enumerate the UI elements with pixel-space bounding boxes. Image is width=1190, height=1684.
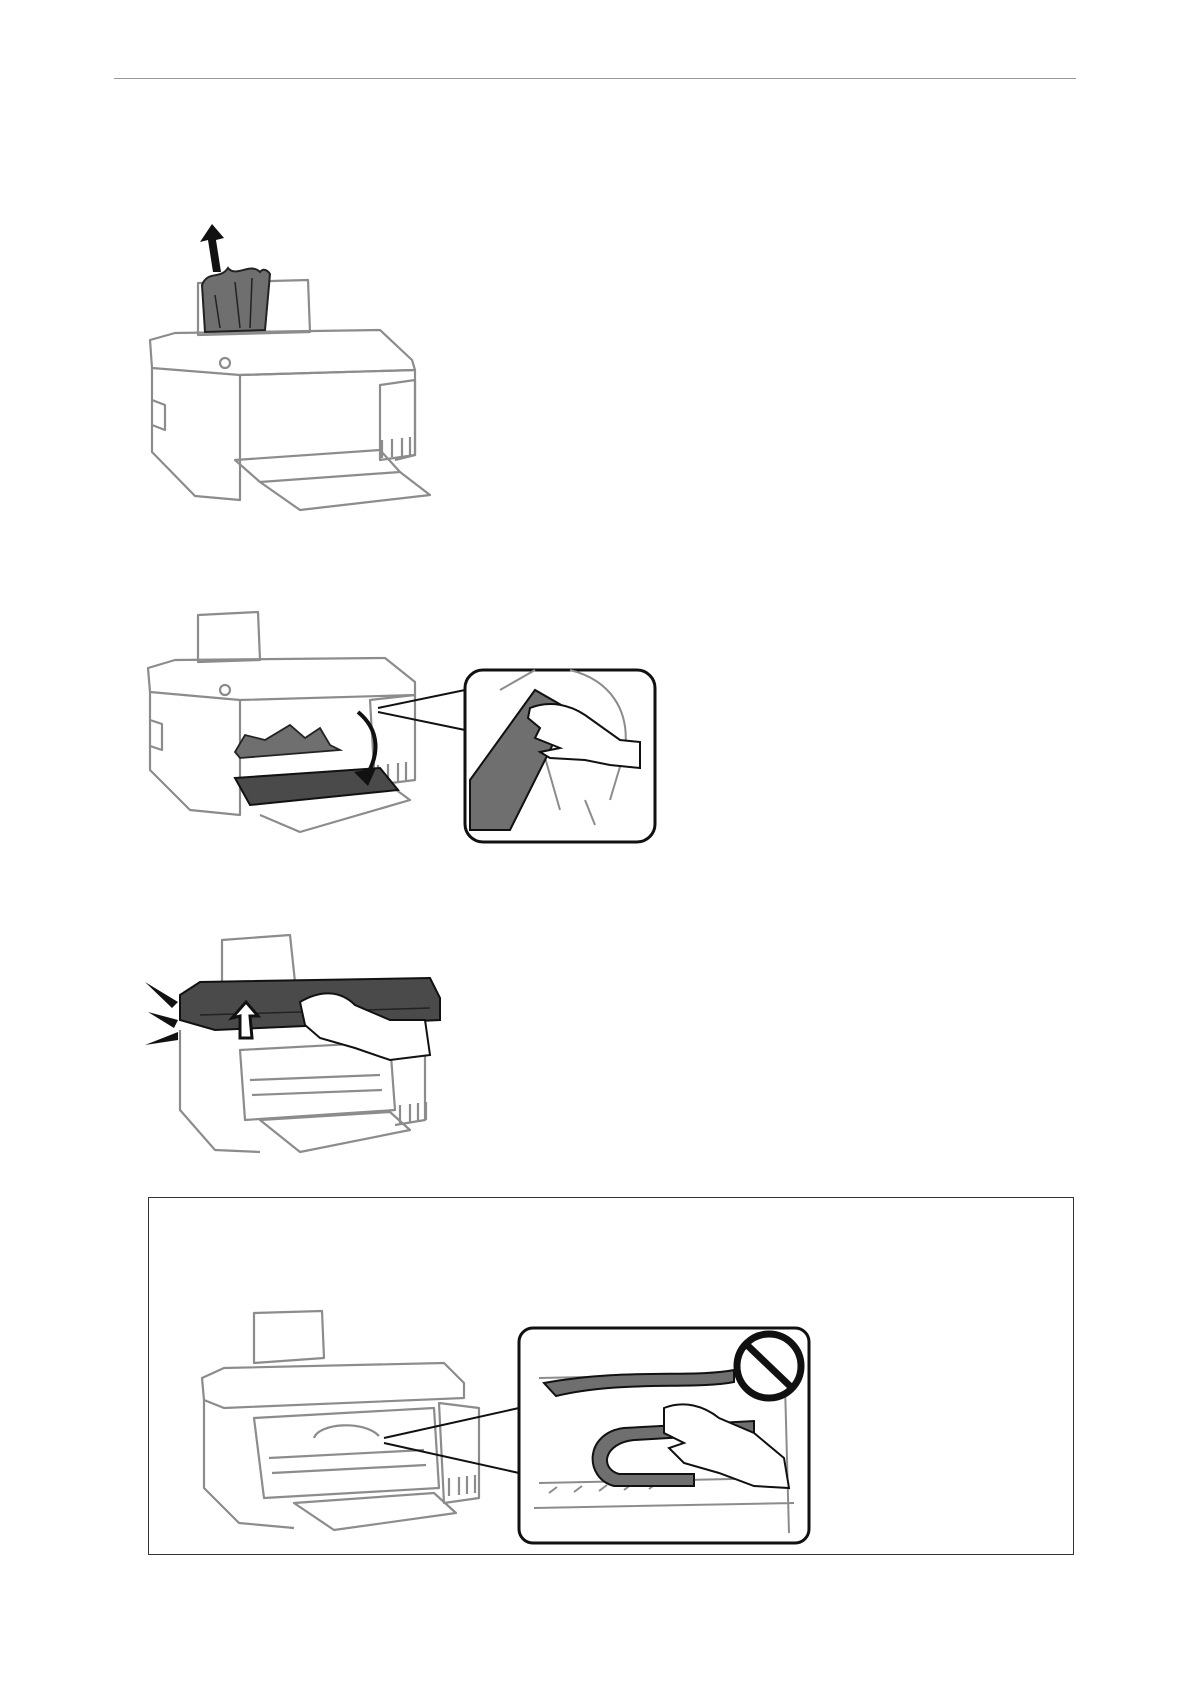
figure-close-inner-cover [140, 600, 660, 850]
no-symbol-icon [737, 1334, 801, 1398]
do-not-touch-translucent-cable-illustration [194, 1308, 864, 1548]
printer-close-cover-illustration [140, 600, 660, 850]
header-rule [114, 78, 1076, 79]
printer-paper-jam-rear-illustration [140, 220, 460, 520]
note-box [148, 1197, 1074, 1555]
figure-open-scanner-unit [140, 920, 470, 1170]
printer-open-scanner-illustration [140, 920, 470, 1170]
figure-remove-jammed-paper [140, 220, 460, 520]
figure-do-not-touch-cable [194, 1308, 864, 1548]
